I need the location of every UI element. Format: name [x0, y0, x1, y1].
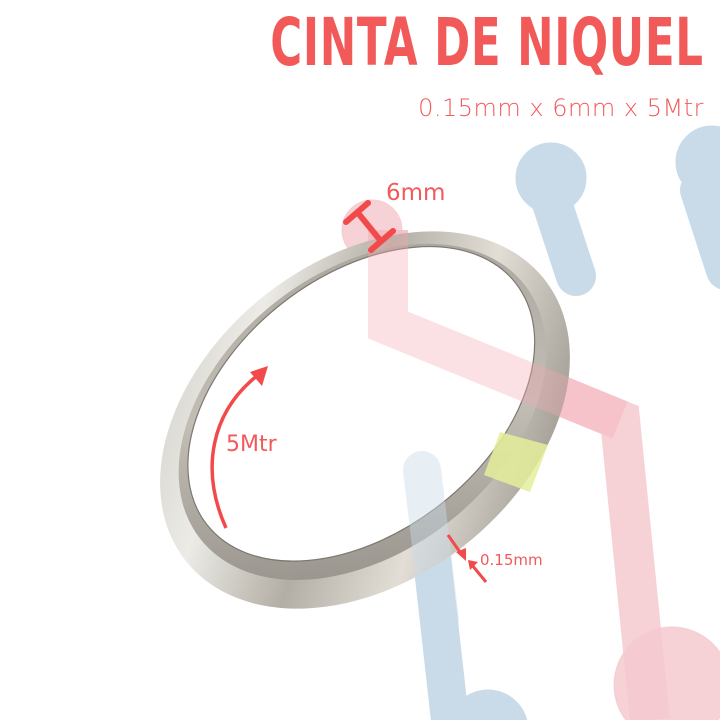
- length-arrow-icon: [210, 366, 268, 529]
- tape-patch: [484, 432, 548, 492]
- width-label: 6mm: [386, 180, 446, 206]
- width-marker-icon: [343, 200, 396, 253]
- product-title: CINTA DE NIQUEL: [270, 4, 704, 81]
- thickness-arrows-icon: [446, 534, 488, 583]
- length-label: 5Mtr: [226, 432, 277, 457]
- product-dimensions-subtitle: 0.15mm x 6mm x 5Mtr: [418, 94, 704, 122]
- thickness-label: 0.15mm: [480, 551, 543, 569]
- pink-pad-bottom: [613, 626, 720, 720]
